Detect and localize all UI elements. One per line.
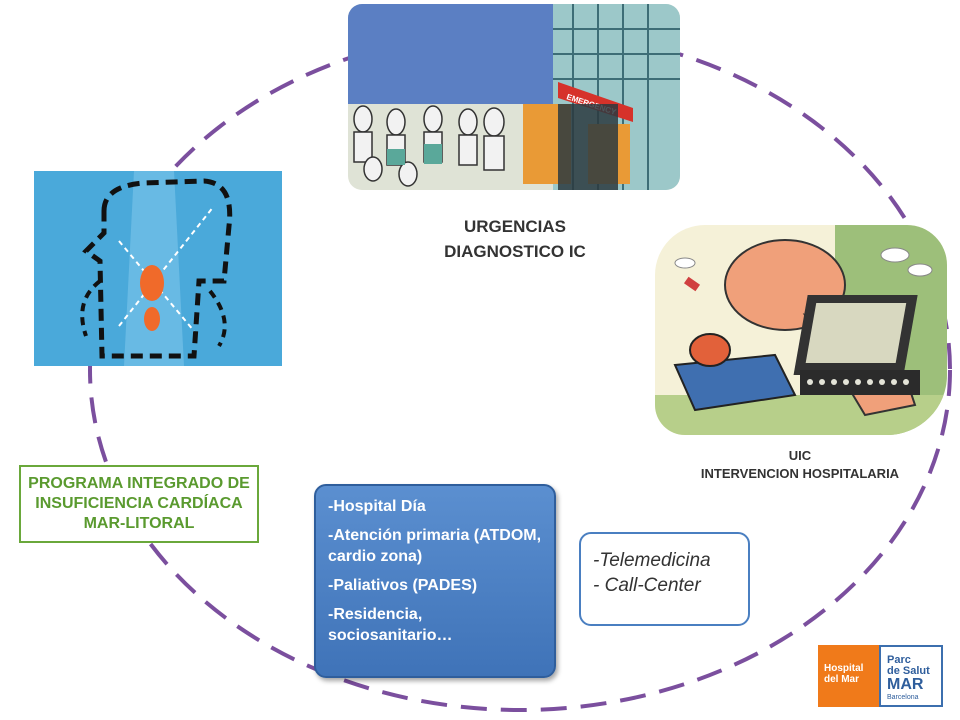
telemedicine-box: -Telemedicina - Call-Center bbox=[579, 532, 750, 626]
service-item: -Atención primaria (ATDOM, cardio zona) bbox=[328, 527, 542, 565]
hospital-logo-line1: Hospital bbox=[824, 663, 864, 674]
uic-caption: UIC INTERVENCION HOSPITALARIA bbox=[640, 447, 960, 483]
services-box: -Hospital Día -Atención primaria (ATDOM,… bbox=[314, 484, 556, 678]
parc-de-salut-mar-logo: Parc de Salut MAR Barcelona bbox=[879, 645, 943, 707]
hospital-del-mar-logo: Hospital del Mar bbox=[818, 645, 882, 707]
service-item: -Residencia, sociosanitario… bbox=[328, 606, 453, 644]
head-pictogram-illustration bbox=[34, 171, 282, 366]
urgencias-caption-line1: URGENCIAS bbox=[463, 217, 566, 236]
urgencias-caption: URGENCIAS DIAGNOSTICO IC bbox=[400, 214, 630, 264]
program-title-box: PROGRAMA INTEGRADO DE INSUFICIENCIA CARD… bbox=[19, 465, 259, 543]
parc-logo-line4: Barcelona bbox=[887, 694, 919, 701]
parc-logo-line3: MAR bbox=[887, 676, 924, 693]
parc-logo-line2: de Salut bbox=[887, 665, 930, 677]
uic-caption-line1: UIC bbox=[788, 448, 812, 463]
urgencias-caption-line2: DIAGNOSTICO IC bbox=[444, 242, 586, 261]
call-center-item: - Call-Center bbox=[593, 575, 701, 596]
hospital-logo-line2: del Mar bbox=[824, 674, 860, 685]
parc-logo-line1: Parc bbox=[887, 654, 911, 666]
uic-caption-line2: INTERVENCION HOSPITALARIA bbox=[700, 466, 900, 481]
service-item: -Hospital Día bbox=[328, 498, 426, 515]
telemedicine-item: -Telemedicina bbox=[593, 550, 711, 571]
program-title: PROGRAMA INTEGRADO DE INSUFICIENCIA CARD… bbox=[28, 475, 250, 532]
service-item: -Paliativos (PADES) bbox=[328, 577, 478, 594]
doctor-patient-illustration bbox=[655, 225, 947, 435]
emergency-illustration: EMERGENCY bbox=[348, 4, 680, 190]
